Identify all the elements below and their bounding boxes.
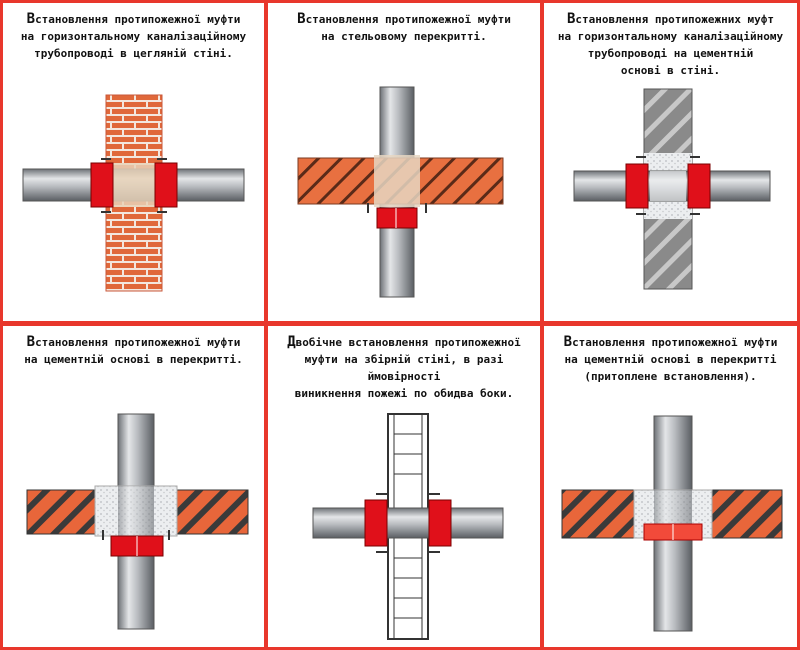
panel-prefab-wall-double: Двобічне встановлення протипожежної муфт… xyxy=(268,326,540,647)
panel-caption: Встановлення протипожежної муфти на гори… xyxy=(20,11,247,60)
panel-cement-ceiling-recessed: Встановлення протипожежної муфти на цеме… xyxy=(544,326,797,647)
panel-caption: Встановлення протипожежної муфти на цеме… xyxy=(24,334,243,366)
cement-wall-illustration xyxy=(573,88,771,290)
panel-caption: Встановлення протипожежної муфти на стел… xyxy=(297,11,511,43)
panel-cement-wall-horizontal: Встановлення протипожежних муфт на гориз… xyxy=(544,3,797,321)
cement-ceiling-illustration xyxy=(26,413,249,630)
panel-brick-wall-horizontal: Встановлення протипожежної муфти на гори… xyxy=(3,3,264,321)
prefab-wall-illustration xyxy=(312,413,504,640)
brick-wall-illustration xyxy=(22,94,245,292)
panel-steel-ceiling: Встановлення протипожежної муфти на стел… xyxy=(268,3,540,321)
ceiling-illustration xyxy=(297,86,504,298)
recessed-ceiling-illustration xyxy=(561,415,783,632)
panel-caption: Двобічне встановлення протипожежної муфт… xyxy=(287,334,521,400)
panel-cement-ceiling: Встановлення протипожежної муфти на цеме… xyxy=(3,326,264,647)
panel-caption: Встановлення протипожежної муфти на цеме… xyxy=(563,334,778,383)
panel-caption: Встановлення протипожежних муфт на гориз… xyxy=(557,11,784,77)
